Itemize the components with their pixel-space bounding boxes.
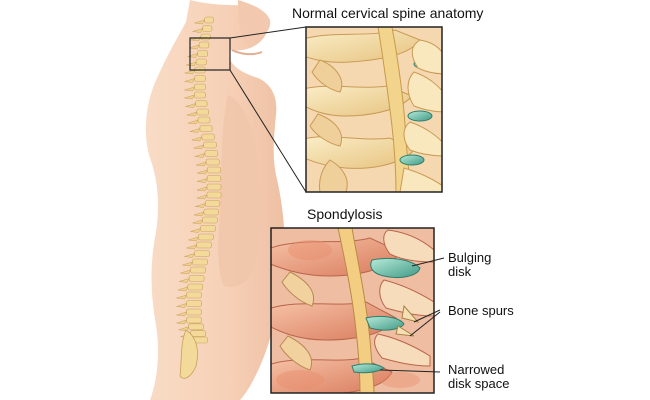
callout-line-top	[229, 26, 307, 39]
spinous-process	[184, 69, 196, 75]
vertebra	[201, 133, 215, 141]
vertebra	[204, 150, 219, 157]
spinous-process	[194, 19, 205, 25]
vertebra	[194, 250, 210, 257]
vertebra	[200, 225, 216, 232]
normal-spine-title: Normal cervical spine anatomy	[292, 5, 484, 21]
vertebra	[192, 258, 208, 266]
spinous-process	[192, 28, 204, 33]
vertebra	[196, 241, 212, 249]
vertebra	[186, 291, 202, 299]
spinous-process	[177, 286, 189, 292]
spinous-process	[196, 186, 208, 192]
vertebra	[203, 208, 219, 216]
vertebra	[194, 83, 206, 91]
body-silhouette	[145, 0, 285, 400]
spinous-process	[196, 194, 208, 200]
spinous-process	[191, 136, 203, 142]
bone-spurs-label: Bone spurs	[448, 303, 514, 318]
spinous-process	[186, 111, 198, 117]
spinal-column	[176, 16, 222, 379]
spinous-process	[185, 103, 197, 108]
spinous-process	[189, 44, 200, 50]
spinous-process	[184, 94, 195, 100]
callout-line-bottom	[229, 69, 307, 193]
spinous-process	[184, 78, 196, 83]
spinous-process	[176, 294, 187, 300]
vertebra	[190, 266, 206, 274]
vertebra	[197, 50, 208, 57]
narrowed-disk-leader	[379, 369, 441, 373]
vertebra	[187, 283, 204, 291]
vertebra	[206, 183, 222, 191]
bulging-disk-label-line2: disk	[448, 264, 472, 279]
narrowed-disk-label: Narrowed disk space	[448, 363, 509, 391]
spinous-process	[176, 319, 187, 325]
vertebra	[205, 158, 220, 166]
label-leaders	[379, 257, 445, 373]
vertebra	[206, 175, 222, 182]
bulging-disk-leader	[411, 257, 445, 267]
spinous-process	[195, 203, 206, 208]
sacrum	[179, 329, 198, 379]
spondylosis-title: Spondylosis	[307, 206, 383, 222]
bone-spur-leader-1	[413, 309, 441, 323]
vertebra	[188, 323, 204, 331]
bone-spur-leader-2	[409, 311, 441, 337]
vertebra	[186, 300, 202, 307]
narrowed-disk-label-line1: Narrowed	[448, 362, 505, 377]
spinous-process	[187, 119, 199, 125]
spinous-process	[192, 219, 203, 225]
spinous-process	[193, 211, 205, 217]
spinous-process	[197, 169, 208, 175]
spinous-process	[180, 269, 191, 275]
spinous-process	[190, 228, 201, 233]
vertebra	[188, 275, 205, 282]
narrowed-disk-label-line2: disk space	[448, 376, 510, 391]
vertebra	[194, 91, 206, 99]
spinous-process	[188, 236, 199, 242]
spinous-process	[197, 178, 208, 183]
spinous-process	[186, 244, 197, 250]
vertebra	[195, 58, 207, 66]
vertebra	[206, 191, 222, 199]
spinous-process	[189, 128, 201, 133]
vertebra	[199, 125, 213, 132]
spinous-process	[179, 278, 190, 283]
vertebra	[196, 108, 209, 116]
spinous-process	[194, 153, 206, 158]
vertebra	[205, 200, 221, 207]
neck-inset-marker	[189, 37, 231, 71]
vertebra	[186, 308, 202, 316]
spinous-process	[176, 311, 187, 317]
vertebra	[202, 216, 218, 224]
vertebra	[195, 100, 208, 107]
bulging-disk-label: Bulging disk	[448, 251, 491, 279]
spinous-process	[184, 86, 195, 92]
vertebra	[206, 166, 222, 174]
spinous-process	[184, 253, 195, 258]
vertebra	[198, 41, 210, 49]
vertebra	[197, 116, 211, 124]
spinous-process	[196, 161, 207, 167]
vertebra	[194, 75, 206, 82]
vertebra	[200, 33, 211, 41]
spinous-process	[176, 303, 187, 308]
spondylosis-panel	[270, 227, 435, 394]
vertebra	[190, 330, 206, 337]
bulging-disk-label-line1: Bulging	[448, 250, 492, 265]
vertebra	[204, 16, 214, 24]
normal-spine-panel	[305, 26, 443, 193]
spinous-process	[193, 144, 205, 150]
vertebra	[198, 233, 214, 241]
vertebra	[202, 25, 213, 32]
spinous-process	[182, 261, 193, 267]
vertebra	[186, 316, 202, 324]
vertebra	[203, 141, 217, 149]
